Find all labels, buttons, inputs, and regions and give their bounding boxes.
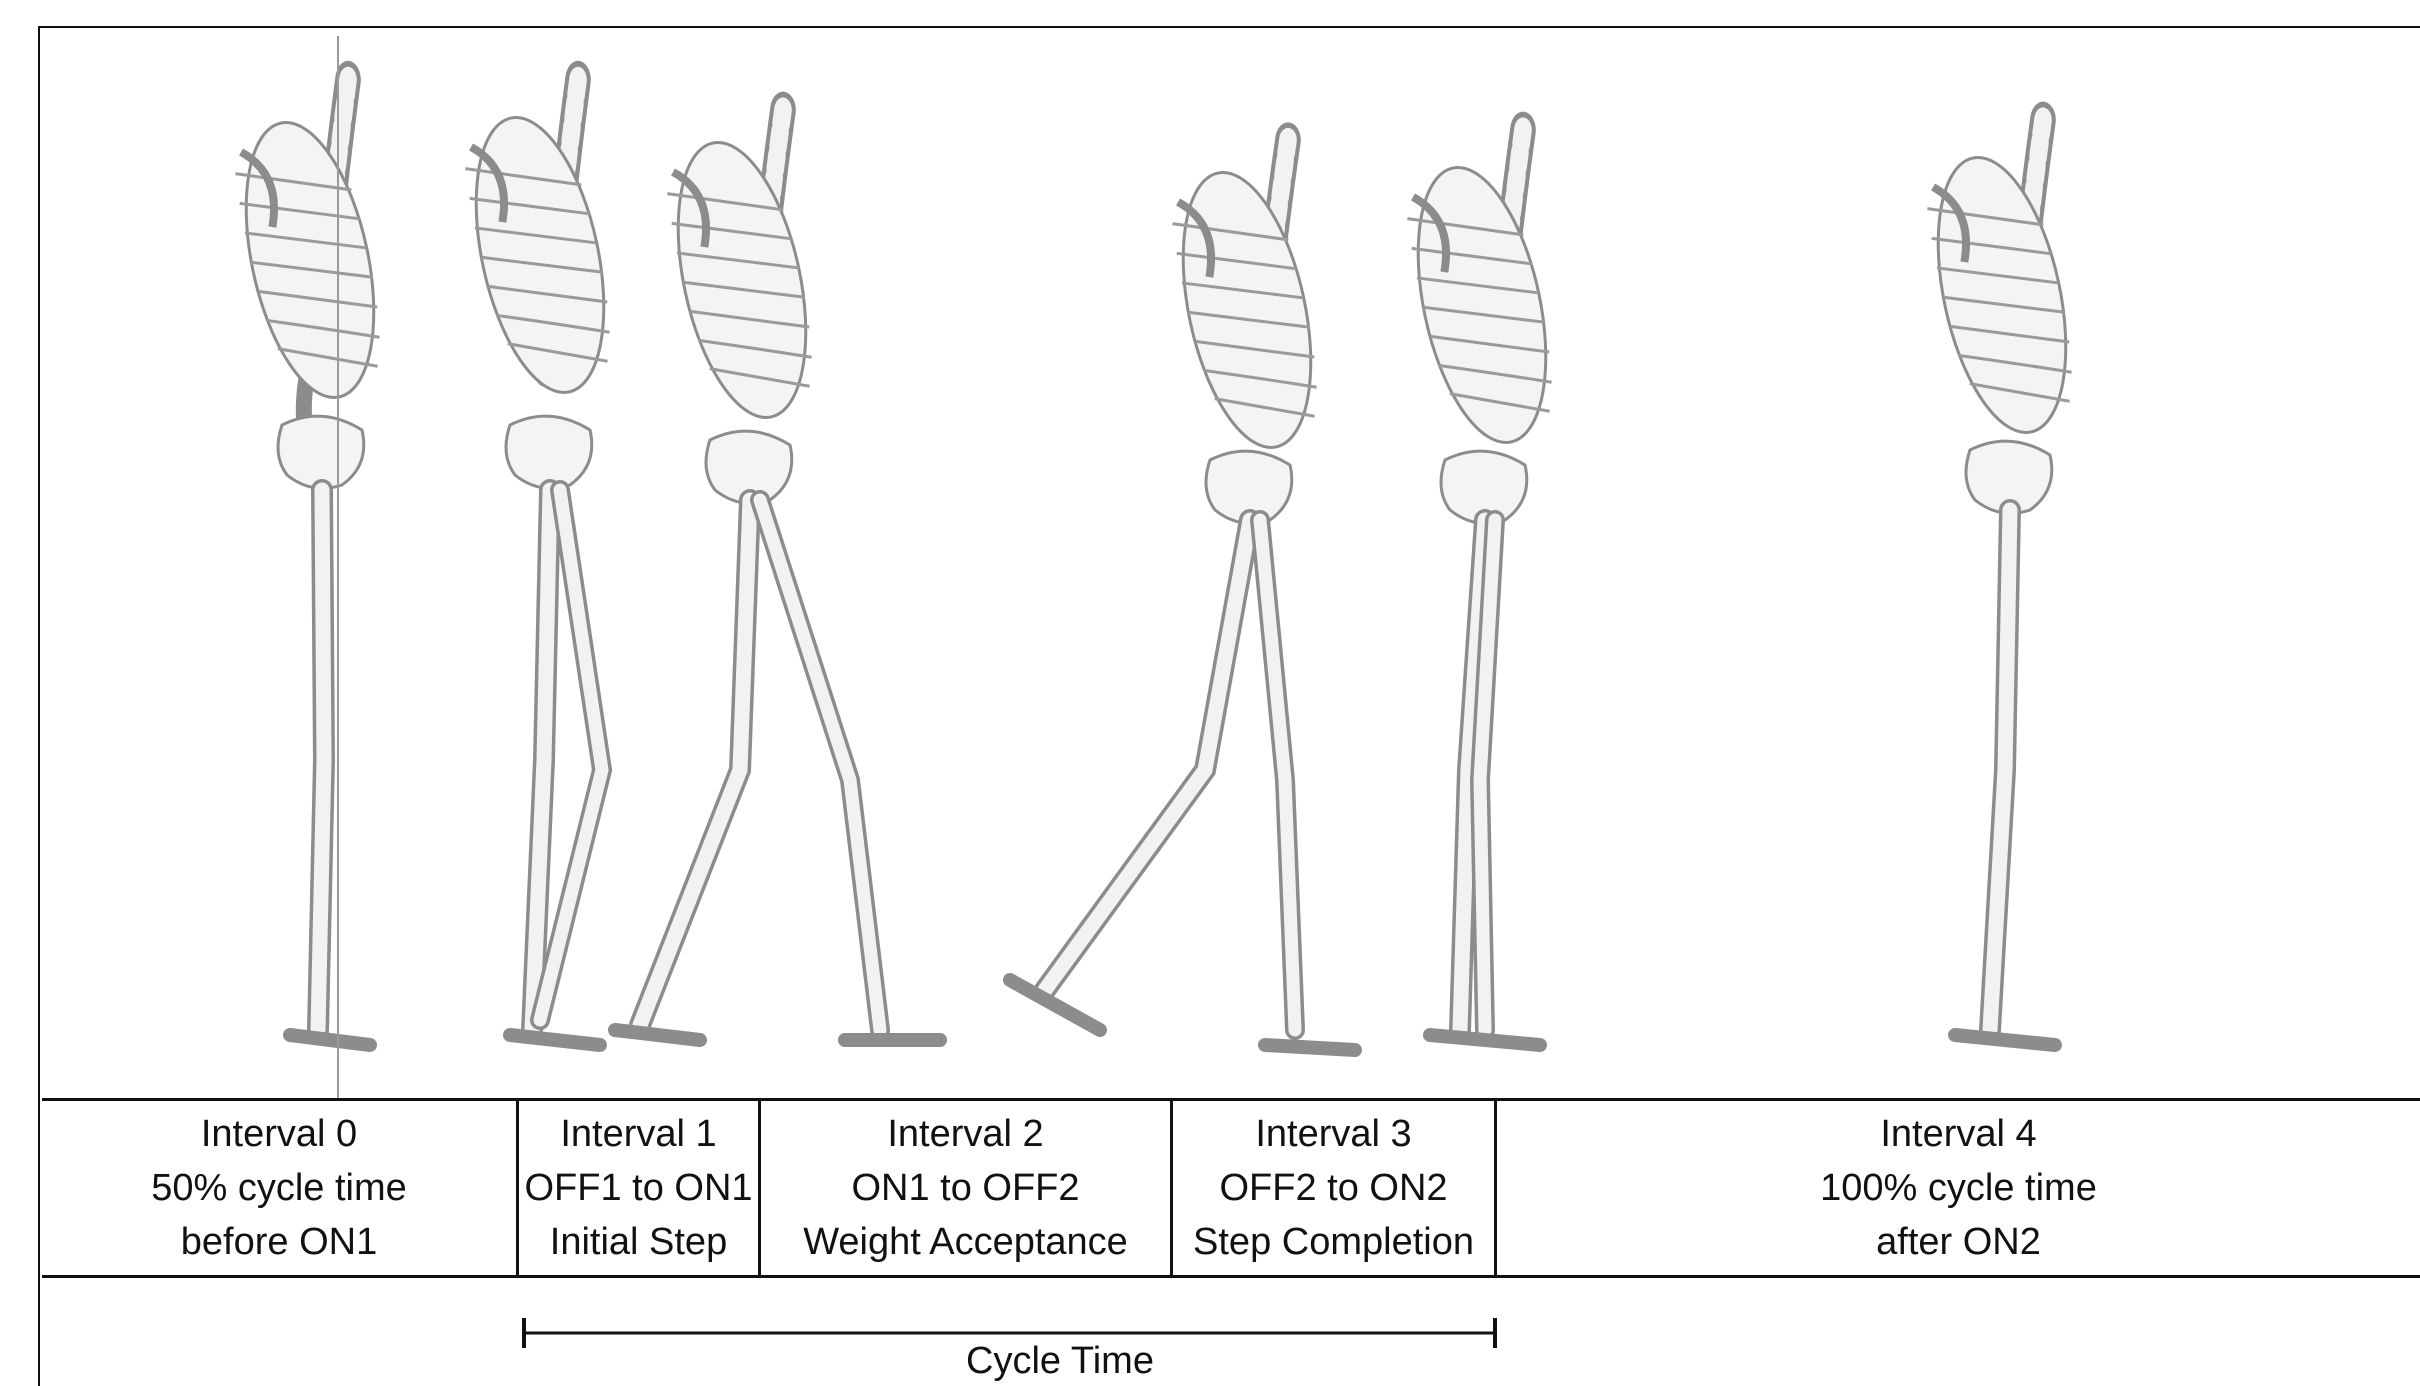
interval-2-title: Interval 2 [887, 1107, 1043, 1161]
interval-3-line3: Step Completion [1193, 1215, 1474, 1269]
interval-1-line3: Initial Step [550, 1215, 727, 1269]
skeleton-pose-push-off [1010, 140, 1355, 1050]
interval-4-line2: 100% cycle time [1820, 1161, 2097, 1215]
interval-2-cell: Interval 2 ON1 to OFF2 Weight Acceptance [758, 1101, 1170, 1275]
skeleton-pose-standing-2 [1916, 120, 2088, 1045]
skeleton-gait-figure [0, 0, 2420, 1100]
interval-1-title: Interval 1 [560, 1107, 716, 1161]
interval-3-line2: OFF2 to ON2 [1219, 1161, 1447, 1215]
interval-3-title: Interval 3 [1255, 1107, 1411, 1161]
interval-1-line2: OFF1 to ON1 [524, 1161, 752, 1215]
interval-1-cell: Interval 1 OFF1 to ON1 Initial Step [516, 1101, 758, 1275]
skeleton-pose-initial-step [454, 80, 626, 1045]
interval-4-cell: Interval 4 100% cycle time after ON2 [1494, 1101, 2420, 1275]
interval-0-line3: before ON1 [181, 1215, 377, 1269]
on1-reference-line [337, 36, 339, 1100]
cycle-time-label: Cycle Time [780, 1336, 1340, 1386]
interval-4-line3: after ON2 [1876, 1215, 2041, 1269]
interval-4-title: Interval 4 [1880, 1107, 2036, 1161]
interval-3-cell: Interval 3 OFF2 to ON2 Step Completion [1170, 1101, 1494, 1275]
interval-2-line3: Weight Acceptance [803, 1215, 1128, 1269]
interval-0-title: Interval 0 [201, 1107, 357, 1161]
interval-2-line2: ON1 to OFF2 [851, 1161, 1079, 1215]
skeleton-pose-step-completion [1396, 130, 1568, 1045]
skeleton-pose-standing-1 [224, 80, 396, 1045]
interval-0-line2: 50% cycle time [151, 1161, 407, 1215]
interval-0-cell: Interval 0 50% cycle time before ON1 [42, 1101, 516, 1275]
skeleton-pose-weight-acceptance [615, 110, 940, 1040]
interval-table: Interval 0 50% cycle time before ON1 Int… [42, 1098, 2420, 1278]
